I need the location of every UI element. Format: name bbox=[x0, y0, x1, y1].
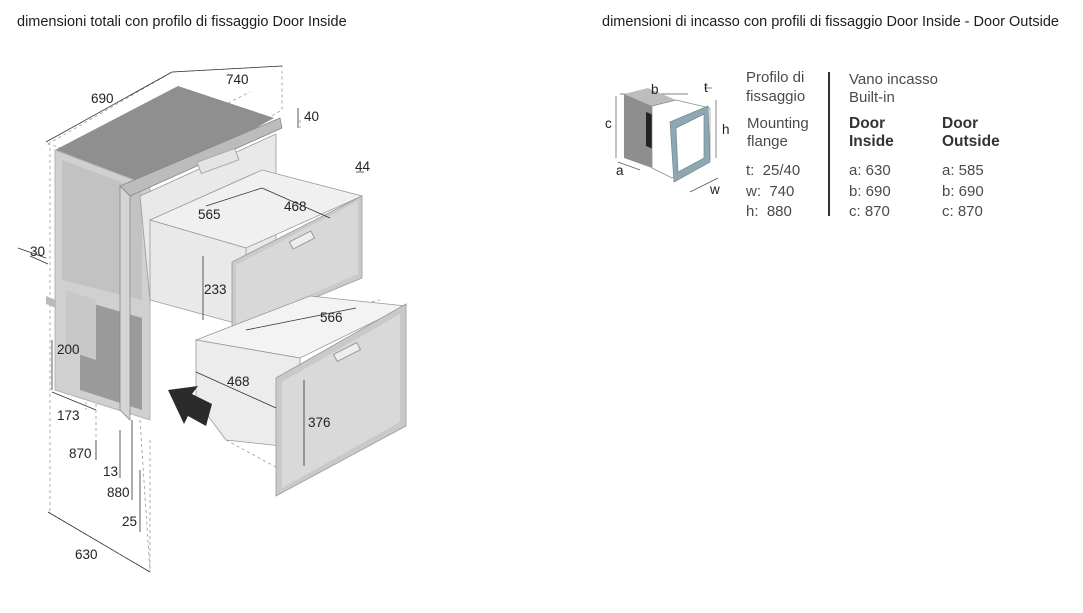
dimensions-table: Profilo di fissaggio Mounting flange t: … bbox=[745, 69, 1000, 220]
door-outside-value-a: a: 585 bbox=[942, 162, 984, 179]
dim-740-label: 740 bbox=[226, 72, 249, 87]
flange-label-en-2: flange bbox=[747, 133, 788, 150]
dim-25-label: 25 bbox=[122, 514, 137, 529]
builtin-label-en: Built-in bbox=[849, 89, 895, 106]
left-section-title: dimensioni totali con profilo di fissagg… bbox=[17, 14, 347, 30]
dim-40-label: 40 bbox=[304, 109, 319, 124]
dim-468-upper-label: 468 bbox=[284, 199, 307, 214]
icon-letter-a: a bbox=[616, 163, 624, 178]
door-outside-value-b: b: 690 bbox=[942, 183, 984, 200]
icon-letter-c: c bbox=[605, 116, 612, 131]
dim-565-label: 565 bbox=[198, 207, 221, 222]
door-inside-value-b: b: 690 bbox=[849, 183, 891, 200]
dim-468-lower-label: 468 bbox=[227, 374, 250, 389]
icon-letter-w: w bbox=[709, 182, 720, 197]
door-inside-value-c: c: 870 bbox=[849, 203, 890, 220]
door-inside-heading-2: Inside bbox=[849, 133, 894, 150]
dim-690-label: 690 bbox=[91, 91, 114, 106]
dim-630-label: 630 bbox=[75, 547, 98, 562]
dim-376-label: 376 bbox=[308, 415, 331, 430]
flange-label-it-1: Profilo di bbox=[746, 69, 804, 86]
lower-drawer bbox=[194, 295, 408, 497]
dim-566-label: 566 bbox=[320, 310, 343, 325]
dim-870-label: 870 bbox=[69, 446, 92, 461]
door-outside-heading-1: Door bbox=[942, 115, 978, 132]
dim-233-label: 233 bbox=[204, 282, 227, 297]
icon-letter-t: t bbox=[704, 80, 708, 95]
dim-173-label: 173 bbox=[57, 408, 80, 423]
flange-value-h: h: 880 bbox=[746, 203, 792, 220]
right-section-title: dimensioni di incasso con profili di fis… bbox=[602, 14, 1059, 30]
insertion-arrow-icon bbox=[168, 386, 212, 426]
builtin-label-it: Vano incasso bbox=[849, 71, 938, 88]
upper-drawer bbox=[148, 169, 364, 333]
dim-30-label: 30 bbox=[30, 244, 45, 259]
door-outside-value-c: c: 870 bbox=[942, 203, 983, 220]
dim-880-label: 880 bbox=[107, 485, 130, 500]
dim-200-label: 200 bbox=[57, 342, 80, 357]
dim-13-label: 13 bbox=[103, 464, 118, 479]
door-outside-heading-2: Outside bbox=[942, 133, 1000, 150]
flange-label-it-2: fissaggio bbox=[746, 88, 805, 105]
door-inside-value-a: a: 630 bbox=[849, 162, 891, 179]
built-in-icon: b t c h a w bbox=[605, 80, 730, 197]
flange-value-t: t: 25/40 bbox=[746, 162, 800, 179]
door-inside-heading-1: Door bbox=[849, 115, 885, 132]
dim-44-label: 44 bbox=[355, 159, 371, 174]
flange-label-en-1: Mounting bbox=[747, 115, 809, 132]
icon-letter-b: b bbox=[651, 82, 659, 97]
icon-letter-h: h bbox=[722, 122, 730, 137]
flange-value-w: w: 740 bbox=[745, 183, 794, 200]
